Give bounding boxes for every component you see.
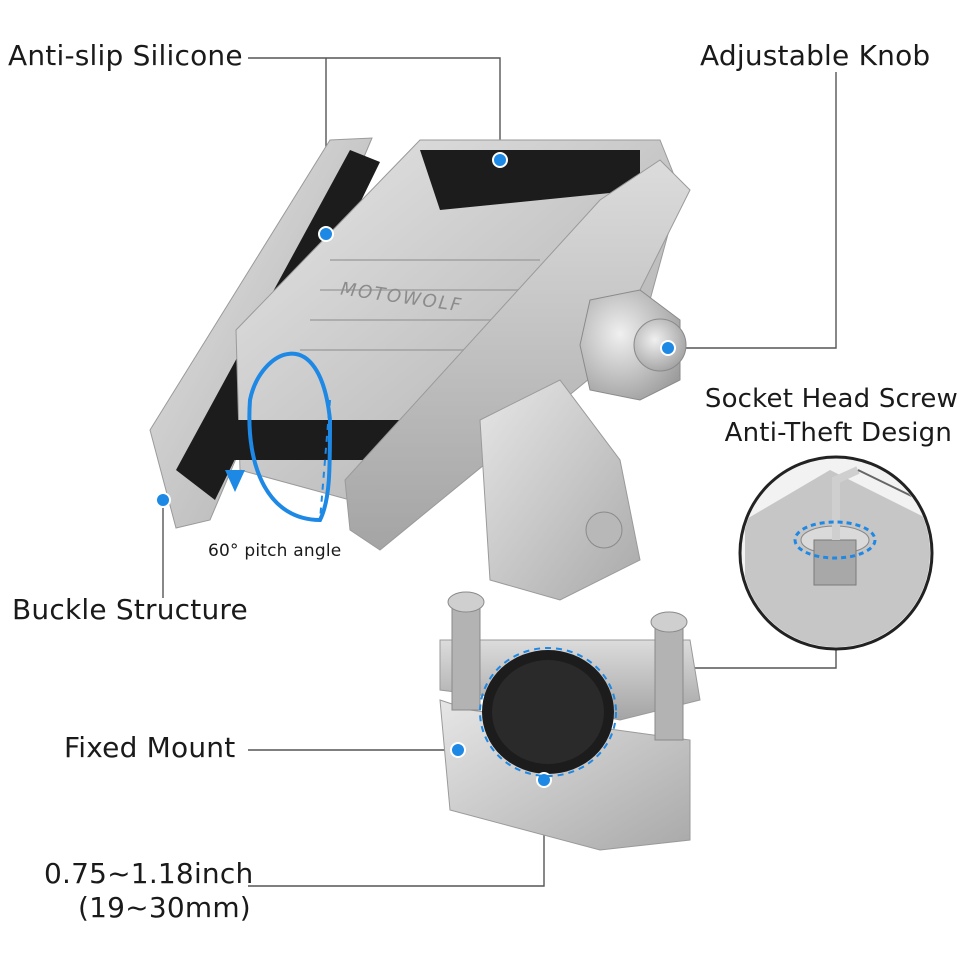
leader-lines [162, 57, 837, 887]
pitch-arrow-head [225, 470, 245, 492]
label-pitch-angle: 60° pitch angle [208, 541, 342, 561]
screw-inset [738, 455, 934, 651]
label-anti-theft-design: Anti-Theft Design [724, 418, 952, 448]
label-buckle-structure: Buckle Structure [12, 593, 248, 626]
label-size-inch: 0.75~1.18inch [44, 857, 254, 890]
adjustable-knob [579, 289, 687, 401]
pitch-arrow [247, 351, 332, 523]
label-adjustable-knob: Adjustable Knob [700, 39, 931, 72]
label-anti-slip-silicone: Anti-slip Silicone [8, 39, 243, 72]
label-size-mm: (19~30mm) [78, 891, 251, 924]
cradle [149, 137, 691, 551]
handlebar-clamp [439, 591, 701, 851]
neck-joint [479, 379, 641, 601]
leader-knob [668, 72, 837, 349]
leader-anti-slip-right [248, 57, 501, 160]
callout-dots [155, 152, 676, 788]
label-socket-head-screw: Socket Head Screw [704, 384, 958, 414]
clamp-range-outline [479, 647, 617, 777]
label-fixed-mount: Fixed Mount [64, 731, 236, 764]
